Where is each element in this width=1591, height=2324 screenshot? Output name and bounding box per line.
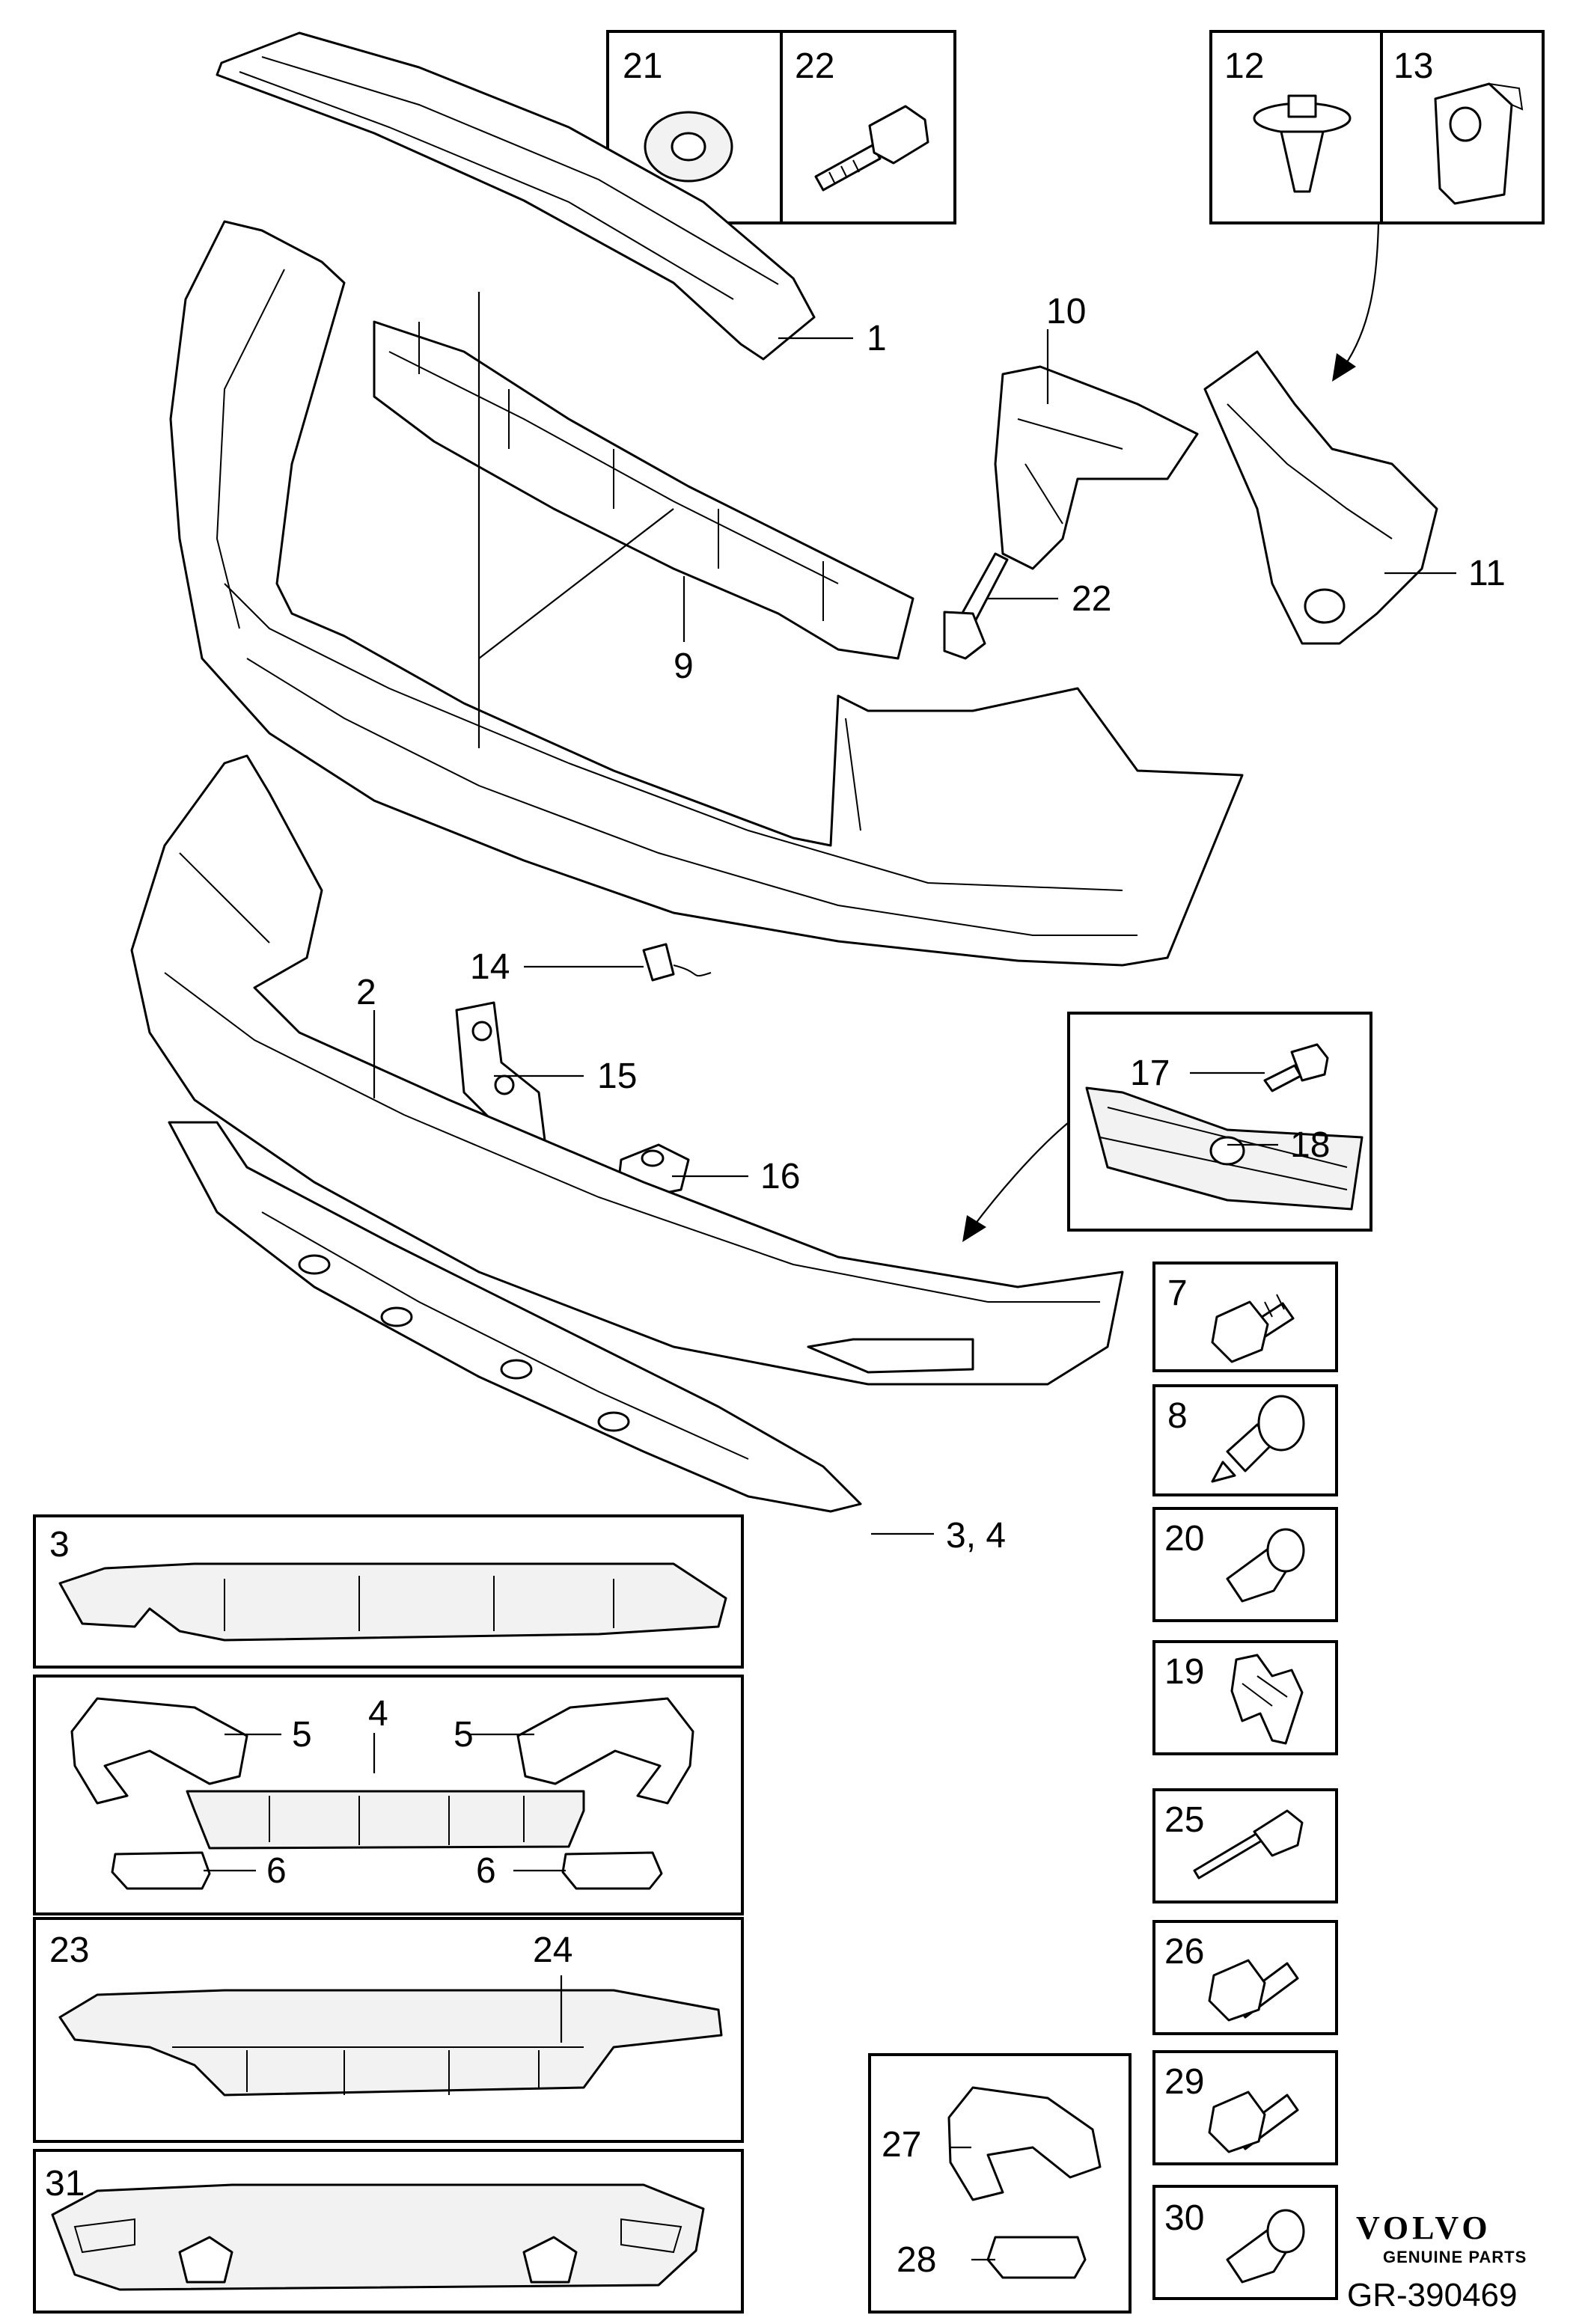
box-label-27: 27 xyxy=(882,2125,921,2165)
variant-box-4 xyxy=(33,1675,744,1915)
torx-bolt-icon xyxy=(1211,1294,1295,1363)
box-label-4: 4 xyxy=(368,1694,388,1734)
leader-lines xyxy=(204,292,1456,2261)
box-label-30: 30 xyxy=(1164,2198,1204,2238)
box-label-23: 23 xyxy=(49,1930,89,1970)
callout-10: 10 xyxy=(1046,292,1086,331)
callout-16: 16 xyxy=(760,1157,800,1196)
box-label-29: 29 xyxy=(1164,2062,1204,2102)
box-label-8: 8 xyxy=(1167,1396,1188,1436)
box-label-6-left: 6 xyxy=(266,1851,287,1891)
pointer-arrowhead xyxy=(1332,353,1356,382)
callout-18: 18 xyxy=(1290,1125,1330,1165)
torx-bolt-icon xyxy=(1208,1959,1299,2022)
box-label-26: 26 xyxy=(1164,1932,1204,1972)
callout-2: 2 xyxy=(356,973,376,1012)
push-rivet-icon xyxy=(1211,1395,1305,1483)
callout-1: 1 xyxy=(867,319,887,358)
callout-14: 14 xyxy=(470,947,510,987)
spring-clip-icon xyxy=(1230,1654,1304,1745)
box-label-20: 20 xyxy=(1164,1519,1204,1559)
box-label-3: 3 xyxy=(49,1525,70,1565)
box-label-7: 7 xyxy=(1167,1273,1188,1313)
pointer-arrow-icon xyxy=(972,1122,1069,1228)
part-9-reinforcement-bar xyxy=(373,320,914,660)
box-label-25: 25 xyxy=(1164,1800,1204,1840)
part-2-lower-bumper xyxy=(130,754,1124,1386)
callout-22-main: 22 xyxy=(1072,579,1111,619)
callout-17: 17 xyxy=(1130,1054,1170,1093)
bolt-icon xyxy=(943,552,1009,660)
push-clip-icon xyxy=(1253,94,1352,193)
variant-box-27-28 xyxy=(868,2053,1132,2314)
callout-9: 9 xyxy=(674,646,694,686)
washer-icon xyxy=(644,111,733,183)
hardware-box-12-13: 12 13 xyxy=(1209,30,1545,224)
box-label-24: 24 xyxy=(533,1930,572,1970)
volvo-logo: VOLVO xyxy=(1356,2210,1491,2246)
part-11-corner-bracket xyxy=(1203,350,1438,645)
callout-11: 11 xyxy=(1468,554,1506,593)
part-14-tow-cap xyxy=(642,943,712,982)
hardware-box-17-18 xyxy=(1067,1012,1372,1232)
pointer-arrow-icon xyxy=(1343,222,1380,367)
genuine-parts-tagline: GENUINE PARTS xyxy=(1383,2248,1527,2266)
variant-box-31 xyxy=(33,2149,744,2314)
clip-nut-icon xyxy=(1434,82,1524,205)
callout-15: 15 xyxy=(597,1056,637,1096)
snap-clip-icon xyxy=(1226,1528,1305,1603)
part-10-side-bracket xyxy=(943,365,1199,660)
box-label-28: 28 xyxy=(897,2240,936,2280)
callout-labels: 1 9 10 22 11 14 15 16 2 17 18 3, 4 7 8 2… xyxy=(45,292,1506,2280)
snap-clip-icon xyxy=(1226,2209,1305,2284)
callout-3-4: 3, 4 xyxy=(946,1516,1006,1556)
brand-block: VOLVO GENUINE PARTS GR-390469 xyxy=(1347,2210,1527,2314)
box-label-31: 31 xyxy=(45,2164,85,2204)
box-label-21: 21 xyxy=(623,46,662,86)
variant-box-3 xyxy=(33,1514,744,1669)
box-label-22: 22 xyxy=(795,46,834,86)
bolt-icon xyxy=(814,105,929,192)
pointer-arrowhead-2 xyxy=(962,1215,986,1242)
box-label-13: 13 xyxy=(1393,46,1433,86)
box-label-12: 12 xyxy=(1224,46,1264,86)
bolt-icon xyxy=(1263,1043,1329,1092)
upper-bumper-cover xyxy=(169,220,1244,967)
box-label-5-right: 5 xyxy=(454,1715,474,1755)
box-label-6-right: 6 xyxy=(476,1851,496,1891)
variant-box-23-24 xyxy=(33,1917,744,2143)
part-3-4-diffuser xyxy=(168,1121,862,1513)
box-label-19: 19 xyxy=(1164,1652,1204,1692)
torx-bolt-icon xyxy=(1208,2091,1299,2153)
box-label-5-left: 5 xyxy=(292,1715,312,1755)
diagram-reference: GR-390469 xyxy=(1347,2277,1517,2314)
rivet-icon xyxy=(1193,1809,1304,1880)
